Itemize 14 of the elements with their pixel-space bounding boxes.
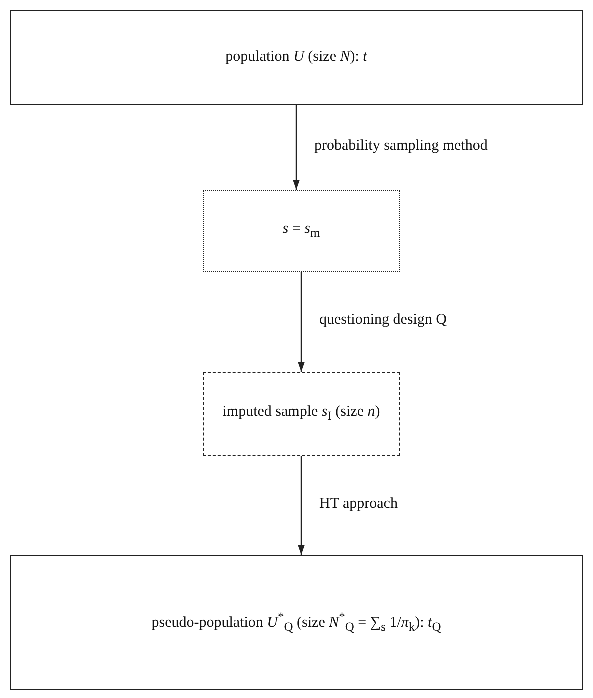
node-text: population U (size N): t	[226, 49, 368, 66]
arrow	[298, 456, 305, 555]
arrow	[293, 105, 300, 190]
node-text: s = s$_{m}$	[282, 221, 320, 241]
edge-label: HT approach	[320, 496, 398, 512]
edge-label: questioning design Q	[320, 312, 447, 329]
node-text: pseudo-population U$^{*}$$_{Q}$ (size N$^{*}$$_{Q}$ = ∑$_{s}$ 1/π$_{k}$): t$_{Q}$	[152, 610, 442, 635]
node-text: imputed sample s$_{I}$ (size n)	[222, 404, 380, 424]
arrow	[298, 272, 305, 372]
process-box	[203, 372, 400, 456]
edge-label: probability sampling method	[314, 138, 488, 154]
process-box	[10, 10, 583, 105]
process-box	[10, 555, 583, 690]
process-box	[203, 190, 400, 272]
